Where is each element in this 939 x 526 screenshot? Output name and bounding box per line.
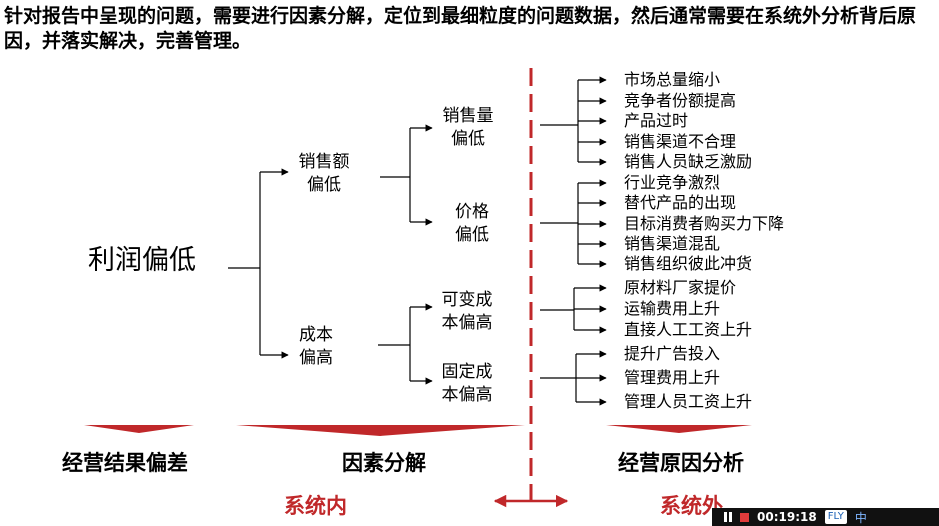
cause-item: 管理人员工资上升 [624, 392, 753, 411]
node-label-line: 偏低 [451, 129, 485, 149]
stage-label-factor-decomposition: 因素分解 [342, 451, 426, 475]
cause-item: 产品过时 [624, 111, 689, 130]
node-volume-low: 销售量 偏低 [436, 105, 500, 151]
cause-item: 行业竞争激烈 [624, 173, 721, 192]
node-label-line: 销售量 [442, 106, 494, 126]
cost-connector [378, 303, 433, 385]
heading-text: 针对报告中呈现的问题，需要进行因素分解，定位到最细粒度的问题数据，然后通常需要在… [4, 5, 917, 52]
cause-item: 直接人工工资上升 [624, 320, 753, 339]
cause-item: 目标消费者购买力下降 [624, 214, 785, 233]
node-variable-cost-high: 可变成 本偏高 [434, 289, 500, 335]
node-price-low: 价格 偏低 [444, 201, 500, 247]
cause-item: 运输费用上升 [624, 299, 721, 318]
stage-bar-right [606, 425, 752, 433]
node-label-line: 本偏高 [441, 385, 493, 405]
cause-item: 原材料厂家提价 [624, 278, 737, 297]
cause-item: 销售组织彼此冲货 [624, 254, 753, 273]
node-sales-low: 销售额 偏低 [292, 151, 356, 197]
pause-icon[interactable] [724, 512, 732, 522]
stage-label-result-deviation: 经营结果偏差 [62, 451, 188, 475]
cause-item: 市场总量缩小 [624, 70, 721, 89]
node-fixed-cost-high: 固定成 本偏高 [434, 361, 500, 407]
node-label-line: 价格 [455, 202, 489, 222]
node-cost-high: 成本 偏高 [292, 324, 340, 370]
ime-indicator[interactable]: 中 [854, 510, 867, 525]
node-label-line: 偏低 [455, 225, 489, 245]
stage-bar-middle [236, 425, 525, 436]
cause-item: 竞争者份额提高 [624, 91, 737, 110]
cause-item: 管理费用上升 [624, 368, 721, 387]
recording-taskbar: 00:19:18 FLY 中 [712, 508, 939, 526]
sales-connector [380, 124, 433, 226]
node-label-line: 销售额 [298, 152, 350, 172]
cause-connectors [540, 76, 607, 406]
node-label-line: 可变成 [441, 290, 493, 310]
stage-label-cause-analysis: 经营原因分析 [618, 451, 744, 475]
stage-bar-left [84, 425, 194, 433]
node-label-line: 成本 [299, 325, 333, 345]
root-connector [228, 168, 289, 359]
node-label-line: 固定成 [441, 362, 493, 382]
node-label-line: 偏高 [299, 348, 333, 368]
node-label-line: 本偏高 [441, 313, 493, 333]
cause-item: 提升广告投入 [624, 344, 721, 363]
recording-timer: 00:19:18 [757, 510, 817, 524]
node-label-line: 偏低 [307, 175, 341, 195]
cause-item: 销售渠道混乱 [624, 234, 721, 253]
cause-item: 替代产品的出现 [624, 193, 737, 212]
cause-item: 销售人员缺乏激励 [624, 152, 753, 171]
system-inside-label: 系统内 [284, 494, 347, 518]
tray-badge[interactable]: FLY [824, 510, 847, 524]
root-node: 利润偏低 [88, 245, 196, 276]
cause-item: 销售渠道不合理 [624, 132, 737, 151]
record-stop-icon[interactable] [740, 512, 749, 522]
